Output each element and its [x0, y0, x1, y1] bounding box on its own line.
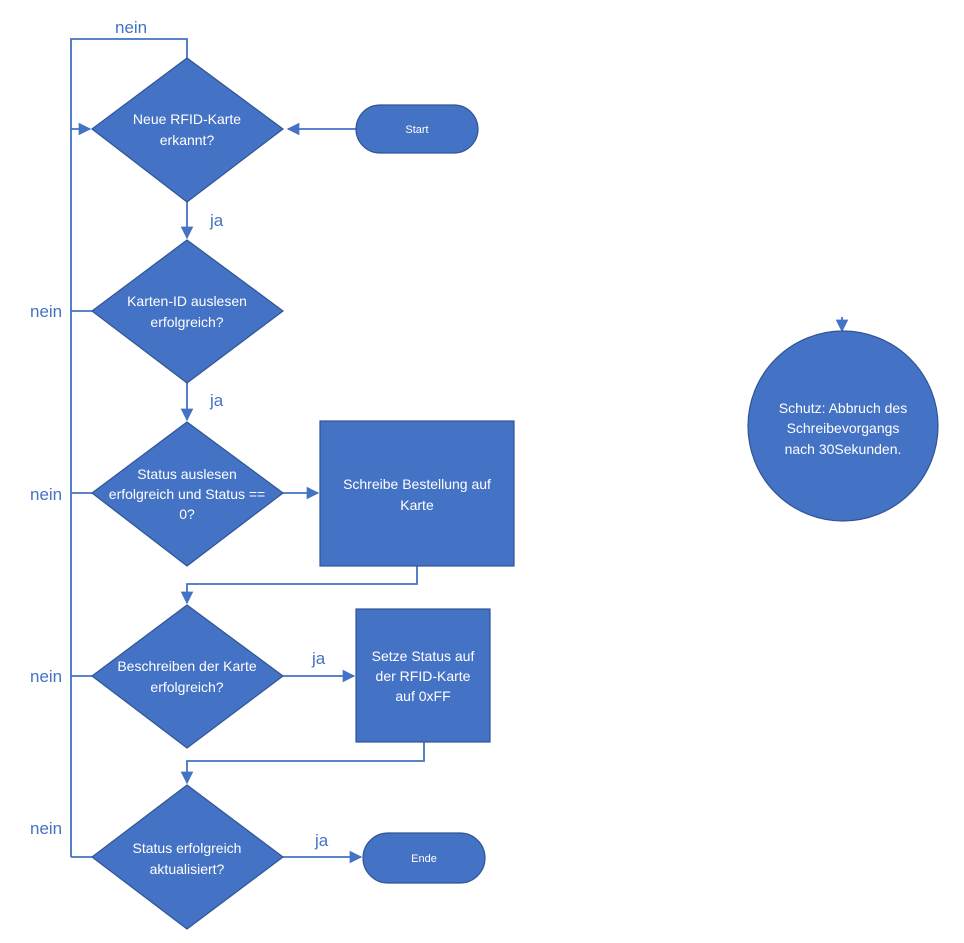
process-setze-status-shape — [355, 608, 491, 743]
label-nein-3: nein — [30, 485, 62, 504]
process-schreibe-bestellung-shape — [319, 420, 515, 567]
process-setze-status-line2: der RFID-Karte — [376, 668, 471, 684]
ende-shape — [362, 832, 486, 884]
label-ja-4: ja — [311, 649, 326, 668]
ende-node: Ende — [362, 832, 486, 884]
schutz-node: Schutz: Abbruch des Schreibevorgangs nac… — [747, 330, 939, 522]
label-ja-1: ja — [209, 211, 224, 230]
decision-karten-id: Karten-ID auslesen erfolgreich? — [91, 239, 285, 384]
decision-neue-karte-line2: erkannt? — [160, 132, 215, 148]
decision-status-auslesen-line1: Status auslesen — [137, 466, 237, 482]
process-setze-status-line3: auf 0xFF — [395, 688, 450, 704]
decision-status-aktualisiert: Status erfolgreich aktualisiert? — [91, 784, 284, 930]
decision-status-auslesen-line2: erfolgreich und Status == — [109, 486, 265, 502]
schutz-line3: nach 30Sekunden. — [785, 441, 902, 457]
label-nein-5: nein — [30, 819, 62, 838]
label-nein-2: nein — [30, 302, 62, 321]
start-node: Start — [355, 104, 479, 154]
decision-status-aktualisiert-line1: Status erfolgreich — [133, 840, 242, 856]
decision-beschreiben-line1: Beschreiben der Karte — [117, 658, 257, 674]
process-schreibe-bestellung-line2: Karte — [400, 497, 434, 513]
ende-label: Ende — [411, 853, 437, 865]
decision-status-auslesen-shape — [91, 421, 285, 567]
decision-beschreiben-shape — [91, 604, 285, 749]
edge-setze-status-to-status-aktualisiert — [180, 742, 425, 785]
decision-neue-karte: Neue RFID-Karte erkannt? — [91, 57, 285, 203]
decision-status-auslesen-line3: 0? — [179, 506, 195, 522]
start-shape — [355, 104, 479, 154]
decision-karten-id-line1: Karten-ID auslesen — [127, 293, 247, 309]
decision-beschreiben-line2: erfolgreich? — [150, 679, 223, 695]
decision-neue-karte-shape — [91, 57, 285, 203]
label-ja-2: ja — [209, 391, 224, 410]
process-schreibe-bestellung-line1: Schreibe Bestellung auf — [343, 476, 491, 492]
schutz-line1: Schutz: Abbruch des — [779, 400, 907, 416]
decision-beschreiben: Beschreiben der Karte erfolgreich? — [91, 604, 285, 749]
start-label: Start — [405, 124, 428, 136]
edge-neue-karte-nein-loop — [70, 38, 188, 136]
decision-neue-karte-line1: Neue RFID-Karte — [133, 111, 241, 127]
process-schreibe-bestellung: Schreibe Bestellung auf Karte — [319, 420, 515, 567]
process-setze-status: Setze Status auf der RFID-Karte auf 0xFF — [355, 608, 491, 743]
process-setze-status-line1: Setze Status auf — [372, 648, 475, 664]
schutz-line2: Schreibevorgangs — [787, 420, 900, 436]
edge-schreibe-to-beschreiben — [180, 566, 418, 605]
label-ja-5: ja — [314, 831, 329, 850]
decision-status-auslesen: Status auslesen erfolgreich und Status =… — [91, 421, 285, 567]
decision-karten-id-shape — [91, 239, 285, 384]
decision-status-aktualisiert-line2: aktualisiert? — [150, 861, 225, 877]
schutz-shape — [747, 330, 939, 522]
decision-karten-id-line2: erfolgreich? — [150, 314, 223, 330]
decision-status-aktualisiert-shape — [91, 784, 284, 930]
label-nein-4: nein — [30, 667, 62, 686]
label-nein-top: nein — [115, 18, 147, 37]
